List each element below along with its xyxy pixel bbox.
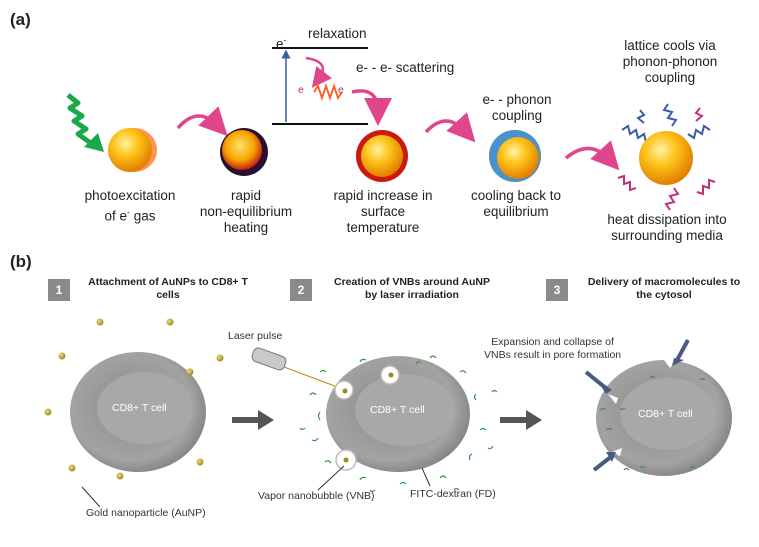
electron-sup: - [283,35,287,45]
stage-2-line-3: heating [223,220,269,235]
fitc-label: FITC-dextran (FD) [410,488,496,500]
step-1-line-2: cells [156,289,180,301]
cell-3-label: CD8+ T cell [638,408,693,420]
step-2-title: Creation of VNBs around AuNP by laser ir… [322,276,502,302]
expansion-label: Expansion and collapse of VNBs result in… [484,336,621,362]
step-1-line-1: Attachment of AuNPs to CD8+ T [88,276,248,288]
process-arrow-1 [232,410,274,430]
step-1-title: Attachment of AuNPs to CD8+ T cells [78,276,258,302]
laser-pulse-label: Laser pulse [228,330,283,342]
stage-3-line-1: rapid increase in [333,188,433,203]
phonon-line-1: e- - phonon [482,92,552,107]
relaxation-label: relaxation [308,26,367,41]
pink-arrow-3 [424,112,476,143]
expansion-line-1: Expansion and collapse of [491,336,614,348]
stage-2-line-2: non-equilibrium [199,204,293,219]
phonon-line-2: coupling [491,108,543,123]
process-arrow-2 [500,410,542,430]
particle-cooling [489,130,541,182]
stage-3-line-3: temperature [346,220,420,235]
lattice-line-1: lattice cools via [624,38,716,53]
photon-wave-icon [66,93,104,152]
step-2-number: 2 [290,279,312,301]
stage-5-line-1: heat dissipation into [607,212,727,227]
electron-label: e- [276,32,287,53]
vnb-label: Vapor nanobubble (VNB) [258,490,375,502]
wave-left-electron: e [298,84,304,96]
panel-b-label: (b) [10,252,32,271]
step-3-line-2: the cytosol [636,289,692,301]
step-2-line-2: by laser irradiation [365,289,459,301]
stage-surface-temp-label: rapid increase in surface temperature [322,188,444,236]
stage-photoexcitation-label: photoexcitation of e- gas [70,188,190,225]
cell-2 [326,356,470,472]
stage-1-line-2-tail: gas [130,208,156,224]
step-2-line-1: Creation of VNBs around AuNP [334,276,490,288]
stage-cooling-label: cooling back to equilibrium [456,188,576,220]
stage-1-line-1: photoexcitation [84,188,176,203]
cell-2-label: CD8+ T cell [370,404,425,416]
stage-heating-label: rapid non-equilibrium heating [186,188,306,236]
step-3-title: Delivery of macromolecules to the cytoso… [576,276,752,302]
particle-heating [220,128,268,176]
step-3-number: 3 [546,279,568,301]
scattering-label: e- - e- scattering [356,60,455,75]
lattice-line-3: coupling [644,70,696,85]
cell-1 [70,352,206,472]
panel-a-label: (a) [10,10,31,29]
vapor-nanobubbles [334,365,400,471]
cell-1-label: CD8+ T cell [112,402,167,414]
stage-1-line-2-text: of e [104,208,127,224]
step-1-number: 1 [48,279,70,301]
particle-heat-dissipation [617,103,716,211]
wave-right-electron: e [338,84,344,96]
step-3-line-1: Delivery of macromolecules to [587,276,741,288]
phonon-coupling-label: e- - phonon coupling [462,92,572,124]
particle-surface-temperature [356,130,408,182]
stage-2-line-1: rapid [230,188,262,203]
pore-arrows [584,339,690,472]
energy-level-diagram [272,47,392,126]
stage-4-line-2: equilibrium [483,204,549,219]
laser-icon [251,347,341,389]
particle-photoexcitation [108,128,157,172]
fitc-dextran-molecules [299,355,498,493]
stage-heat-dissipation-label: heat dissipation into surrounding media [592,212,742,244]
stage-1-sup: - [127,207,130,217]
pink-arrow-4 [564,140,620,171]
stage-5-line-2: surrounding media [611,228,723,243]
expansion-line-2: VNBs result in pore formation [484,349,622,361]
gold-np-label: Gold nanoparticle (AuNP) [86,507,206,519]
stage-3-line-2: surface [360,204,406,219]
lattice-line-2: phonon-phonon [622,54,718,69]
stage-1-line-2: of e- gas [70,204,190,225]
lattice-cooling-label: lattice cools via phonon-phonon coupling [600,38,740,86]
cell-3 [596,360,732,476]
electron-text: e [276,36,284,52]
stage-4-line-1: cooling back to [470,188,562,203]
pink-arrow-1 [176,106,228,137]
gold-nanoparticles [44,318,224,480]
fitc-dextran-molecules-3 [599,375,706,471]
